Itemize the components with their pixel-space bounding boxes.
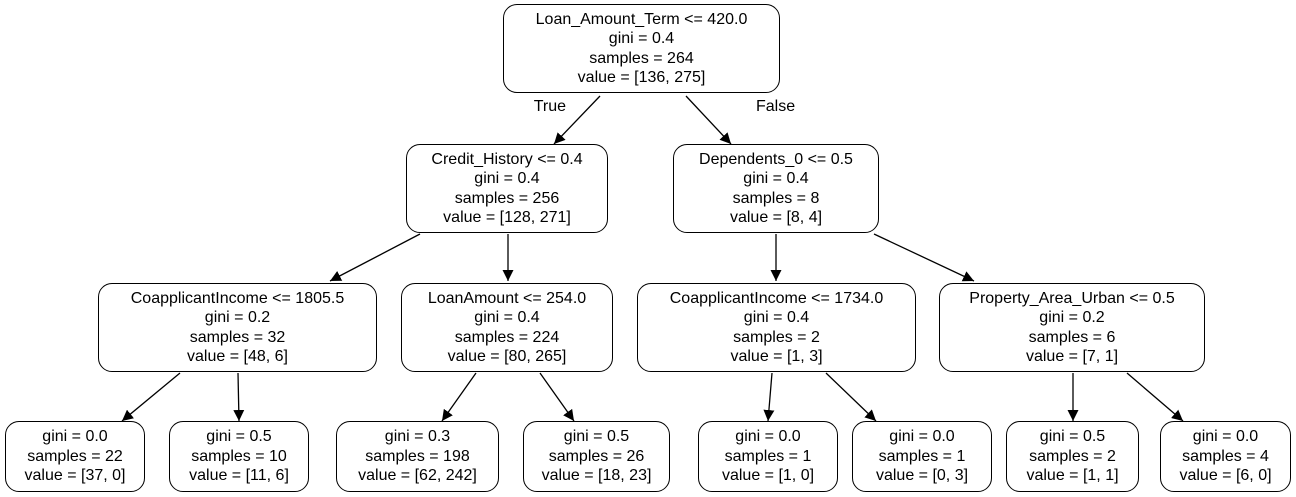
node-text-line: gini = 0.4 — [474, 170, 540, 187]
node-text-line: value = [62, 242] — [358, 467, 477, 485]
node-text-line: gini = 0.4 — [743, 309, 810, 326]
edge-n5-n12 — [825, 372, 877, 422]
node-text-line: Dependents_0 <= 0.5 — [699, 150, 853, 168]
node-text-line: samples = 256 — [454, 189, 560, 207]
node-text-line: value = [1, 3] — [730, 348, 823, 365]
node-text-line: gini = 0.4 — [474, 309, 540, 326]
node-text-line: value = [48, 6] — [187, 348, 288, 365]
edge-n3-n7 — [121, 372, 181, 422]
split-node: Loan_Amount_Term <= 420.0 gini = 0.4 sampl… — [503, 4, 780, 93]
node-text-line: gini = 0.0 — [735, 428, 801, 446]
edge-n4-n10 — [539, 372, 575, 422]
edge-n0-n1 — [553, 95, 601, 145]
node-text-line: gini = 0.0 — [1192, 428, 1259, 446]
split-node: CoapplicantIncome <= 1734.0 gini = 0.4 sam… — [637, 283, 916, 372]
node-text-line: Credit_History <= 0.4 — [431, 150, 583, 168]
node-text-line: value = [80, 265] — [447, 348, 567, 365]
node-text-line: gini = 0.5 — [206, 428, 272, 446]
node-text-line: value = [37, 0] — [24, 467, 126, 485]
node-text-line: gini = 0.4 — [608, 30, 675, 47]
node-text-line: value = [18, 23] — [541, 467, 652, 485]
node-text-line: CoapplicantIncome <= 1734.0 — [669, 289, 884, 307]
split-node: CoapplicantIncome <= 1805.5 gini = 0.2 sam… — [98, 283, 377, 372]
node-text-line: samples = 10 — [191, 447, 287, 465]
edge-n1-n3 — [329, 233, 421, 282]
node-text-line: samples = 1 — [878, 447, 966, 465]
edge-n0-n2 — [685, 95, 732, 145]
node-text-line: samples = 264 — [589, 49, 694, 67]
split-node: Property_Area_Urban <= 0.5 gini = 0.2 samp… — [939, 283, 1205, 372]
node-text-line: value = [11, 6] — [189, 467, 289, 485]
edge-n3-n8 — [233, 372, 245, 422]
node-text-line: gini = 0.5 — [1039, 428, 1106, 446]
node-text-line: samples = 8 — [732, 189, 820, 207]
node-text-line: Property_Area_Urban <= 0.5 — [969, 289, 1175, 307]
node-text-line: samples = 26 — [548, 447, 645, 465]
edge-n5-n11 — [763, 372, 775, 422]
node-text-line: samples = 224 — [454, 328, 560, 346]
edge-n2-n6 — [873, 233, 975, 282]
node-text-line: value = [7, 1] — [1025, 348, 1119, 365]
node-text-line: value = [1, 0] — [721, 467, 815, 485]
node-text-line: gini = 0.2 — [1039, 309, 1105, 326]
node-text-line: CoapplicantIncome <= 1805.5 — [130, 289, 345, 307]
node-text-line: value = [6, 0] — [1179, 467, 1272, 485]
node-text-line: value = [128, 271] — [443, 209, 571, 226]
node-text-line: samples = 4 — [1182, 447, 1269, 465]
node-text-line: gini = 0.0 — [889, 428, 955, 446]
node-text-line: Loan_Amount_Term <= 420.0 — [535, 10, 748, 28]
node-text-line: samples = 2 — [733, 328, 820, 346]
node-text-line: samples = 2 — [1029, 447, 1116, 465]
edge-n6-n14 — [1126, 372, 1184, 422]
edge-label-true: True — [533, 98, 566, 115]
node-text-line: value = [0, 3] — [875, 467, 969, 485]
node-text-line: gini = 0.0 — [42, 428, 108, 446]
node-text-line: samples = 1 — [724, 447, 812, 465]
edge-n4-n9 — [441, 372, 477, 422]
node-text-line: value = [1, 1] — [1026, 467, 1119, 485]
node-text-line: gini = 0.3 — [384, 428, 451, 446]
split-node: Dependents_0 <= 0.5 gini = 0.4 samples = 8… — [673, 144, 879, 233]
node-text-line: samples = 198 — [365, 447, 470, 465]
node-text-line: gini = 0.5 — [563, 428, 630, 446]
node-text-line: LoanAmount <= 254.0 — [427, 289, 587, 307]
node-text-line: gini = 0.2 — [204, 309, 271, 326]
split-node: LoanAmount <= 254.0 gini = 0.4 samples = 2… — [401, 283, 613, 372]
node-text-line: value = [136, 275] — [577, 69, 706, 86]
node-text-line: samples = 32 — [189, 328, 286, 346]
split-node: Credit_History <= 0.4 gini = 0.4 samples =… — [406, 144, 608, 233]
node-text-line: samples = 6 — [1028, 328, 1116, 346]
edge-label-false: False — [756, 98, 796, 115]
node-text-line: value = [8, 4] — [729, 209, 823, 226]
node-text-line: samples = 22 — [27, 447, 123, 465]
node-text-line: gini = 0.4 — [743, 170, 809, 187]
